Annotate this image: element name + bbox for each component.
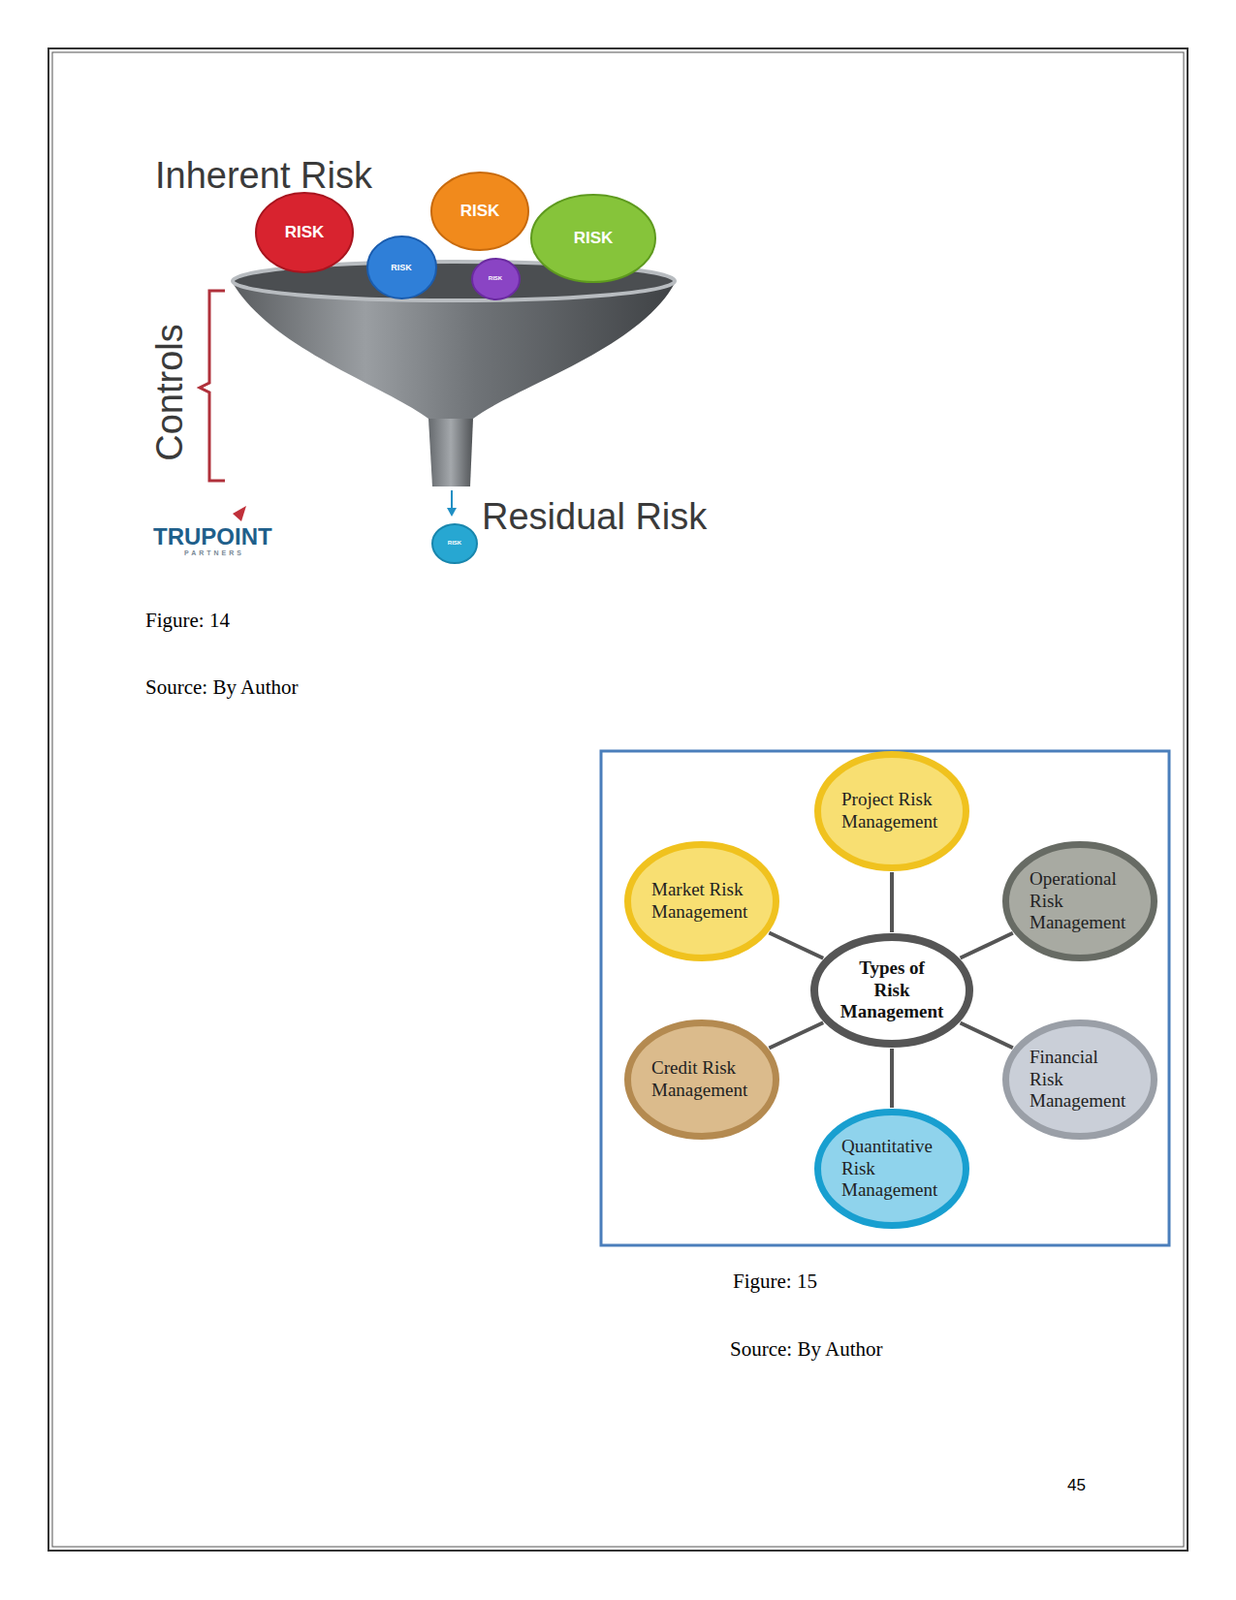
node-text: Financial Risk Management: [1029, 1046, 1131, 1113]
risk-bubble: RISK: [470, 256, 522, 302]
risk-type-circle: Quantitative Risk Management: [813, 1108, 971, 1231]
logo-text: TRUPOINT: [153, 523, 273, 551]
text-group: Types of Risk Management: [839, 957, 945, 1024]
node-text: RISK: [377, 262, 426, 274]
text-group: RISK: [270, 222, 339, 243]
node-text: Types of Risk Management: [839, 957, 945, 1024]
flow-arrow-head: [446, 507, 457, 517]
circle-shape: [472, 258, 520, 300]
circle-shape: [432, 524, 477, 564]
node-text: Operational Risk Management: [1029, 868, 1131, 935]
page-number: 45: [1067, 1476, 1086, 1496]
connector-stroke: [889, 872, 894, 933]
text-group: Operational Risk Management: [1029, 868, 1131, 935]
page-border-inner: [52, 52, 1184, 1548]
risk-type-circle: Financial Risk Management: [1001, 1018, 1159, 1141]
bracket-label: Controls: [149, 323, 192, 462]
figure-source: Source: By Author: [729, 1337, 884, 1362]
connector-stroke: [768, 1022, 824, 1048]
connector-line: [891, 1048, 893, 1109]
risk-type-circle: Project Risk Management: [813, 750, 971, 873]
heading-label: Inherent Risk: [155, 155, 373, 198]
circle-shape: [367, 236, 437, 299]
text-group: Financial Risk Management: [1029, 1046, 1131, 1113]
connector-line: [960, 1022, 1014, 1048]
risk-bubble: RISK: [429, 170, 531, 253]
figure-caption: Figure: 15: [732, 1269, 818, 1294]
circle-outline: [813, 1108, 971, 1231]
text-group: Credit Risk Management: [651, 1057, 753, 1103]
risk-type-circle: Operational Risk Management: [1001, 840, 1159, 963]
circle-shape: [628, 845, 777, 959]
figure-frame: [601, 751, 1170, 1246]
heading-label: Residual Risk: [481, 496, 707, 539]
node-text: RISK: [439, 539, 471, 547]
flow-arrow-shaft: [450, 490, 453, 510]
risk-type-circle: Credit Risk Management: [623, 1018, 781, 1141]
circle-shape: [818, 755, 967, 869]
node-text: Credit Risk Management: [651, 1057, 753, 1103]
node-text: Project Risk Management: [841, 789, 943, 834]
circle-outline: [1001, 840, 1159, 963]
node-text: RISK: [270, 222, 339, 243]
node-text: Market Risk Management: [651, 879, 753, 924]
circle-outline: [1001, 1018, 1159, 1141]
circle-shape: [255, 192, 353, 273]
text-group: Market Risk Management: [651, 879, 753, 924]
text-group: RISK: [377, 262, 426, 274]
node-text: RISK: [445, 201, 514, 222]
connector-stroke: [960, 1022, 1014, 1048]
circle-shape: [531, 194, 656, 283]
risk-bubble: RISK: [365, 234, 439, 301]
funnel-body: [232, 283, 675, 419]
funnel-spout: [428, 418, 474, 487]
connector-line: [768, 1022, 824, 1048]
center-circle: Types of Risk Management: [809, 932, 975, 1049]
circle-shape: [628, 1023, 777, 1138]
controls-bracket: [199, 290, 225, 481]
node-text: RISK: [478, 275, 512, 283]
text-group: Quantitative Risk Management: [841, 1136, 943, 1203]
residual-risk-bubble: RISK: [430, 522, 479, 566]
logo-mark: [232, 506, 247, 522]
circle-shape: [1006, 845, 1155, 959]
text-group: Project Risk Management: [841, 789, 943, 834]
connector-line: [891, 872, 893, 933]
text-group: RISK: [478, 275, 512, 283]
text-group: RISK: [445, 201, 514, 222]
node-text: RISK: [549, 228, 637, 249]
circle-shape: [814, 937, 970, 1045]
circle-shape: [431, 172, 529, 251]
node-text: Quantitative Risk Management: [841, 1136, 943, 1203]
connector-stroke: [960, 933, 1014, 959]
risk-bubble: RISK: [253, 190, 355, 275]
circle-shape: [818, 1112, 967, 1227]
connector-line: [768, 933, 824, 959]
figure-source: Source: By Author: [145, 675, 299, 699]
connector-stroke: [768, 933, 824, 959]
figure-caption: Figure: 14: [145, 608, 230, 633]
connector-line: [960, 933, 1014, 959]
page-border-outer: [48, 48, 1188, 1552]
risk-bubble: RISK: [529, 192, 658, 285]
text-group: RISK: [439, 539, 471, 547]
connector-stroke: [889, 1048, 894, 1109]
circle-shape: [1006, 1023, 1155, 1138]
text-group: RISK: [549, 228, 637, 249]
risk-type-circle: Market Risk Management: [623, 840, 781, 963]
logo-subtext: PARTNERS: [184, 549, 245, 558]
